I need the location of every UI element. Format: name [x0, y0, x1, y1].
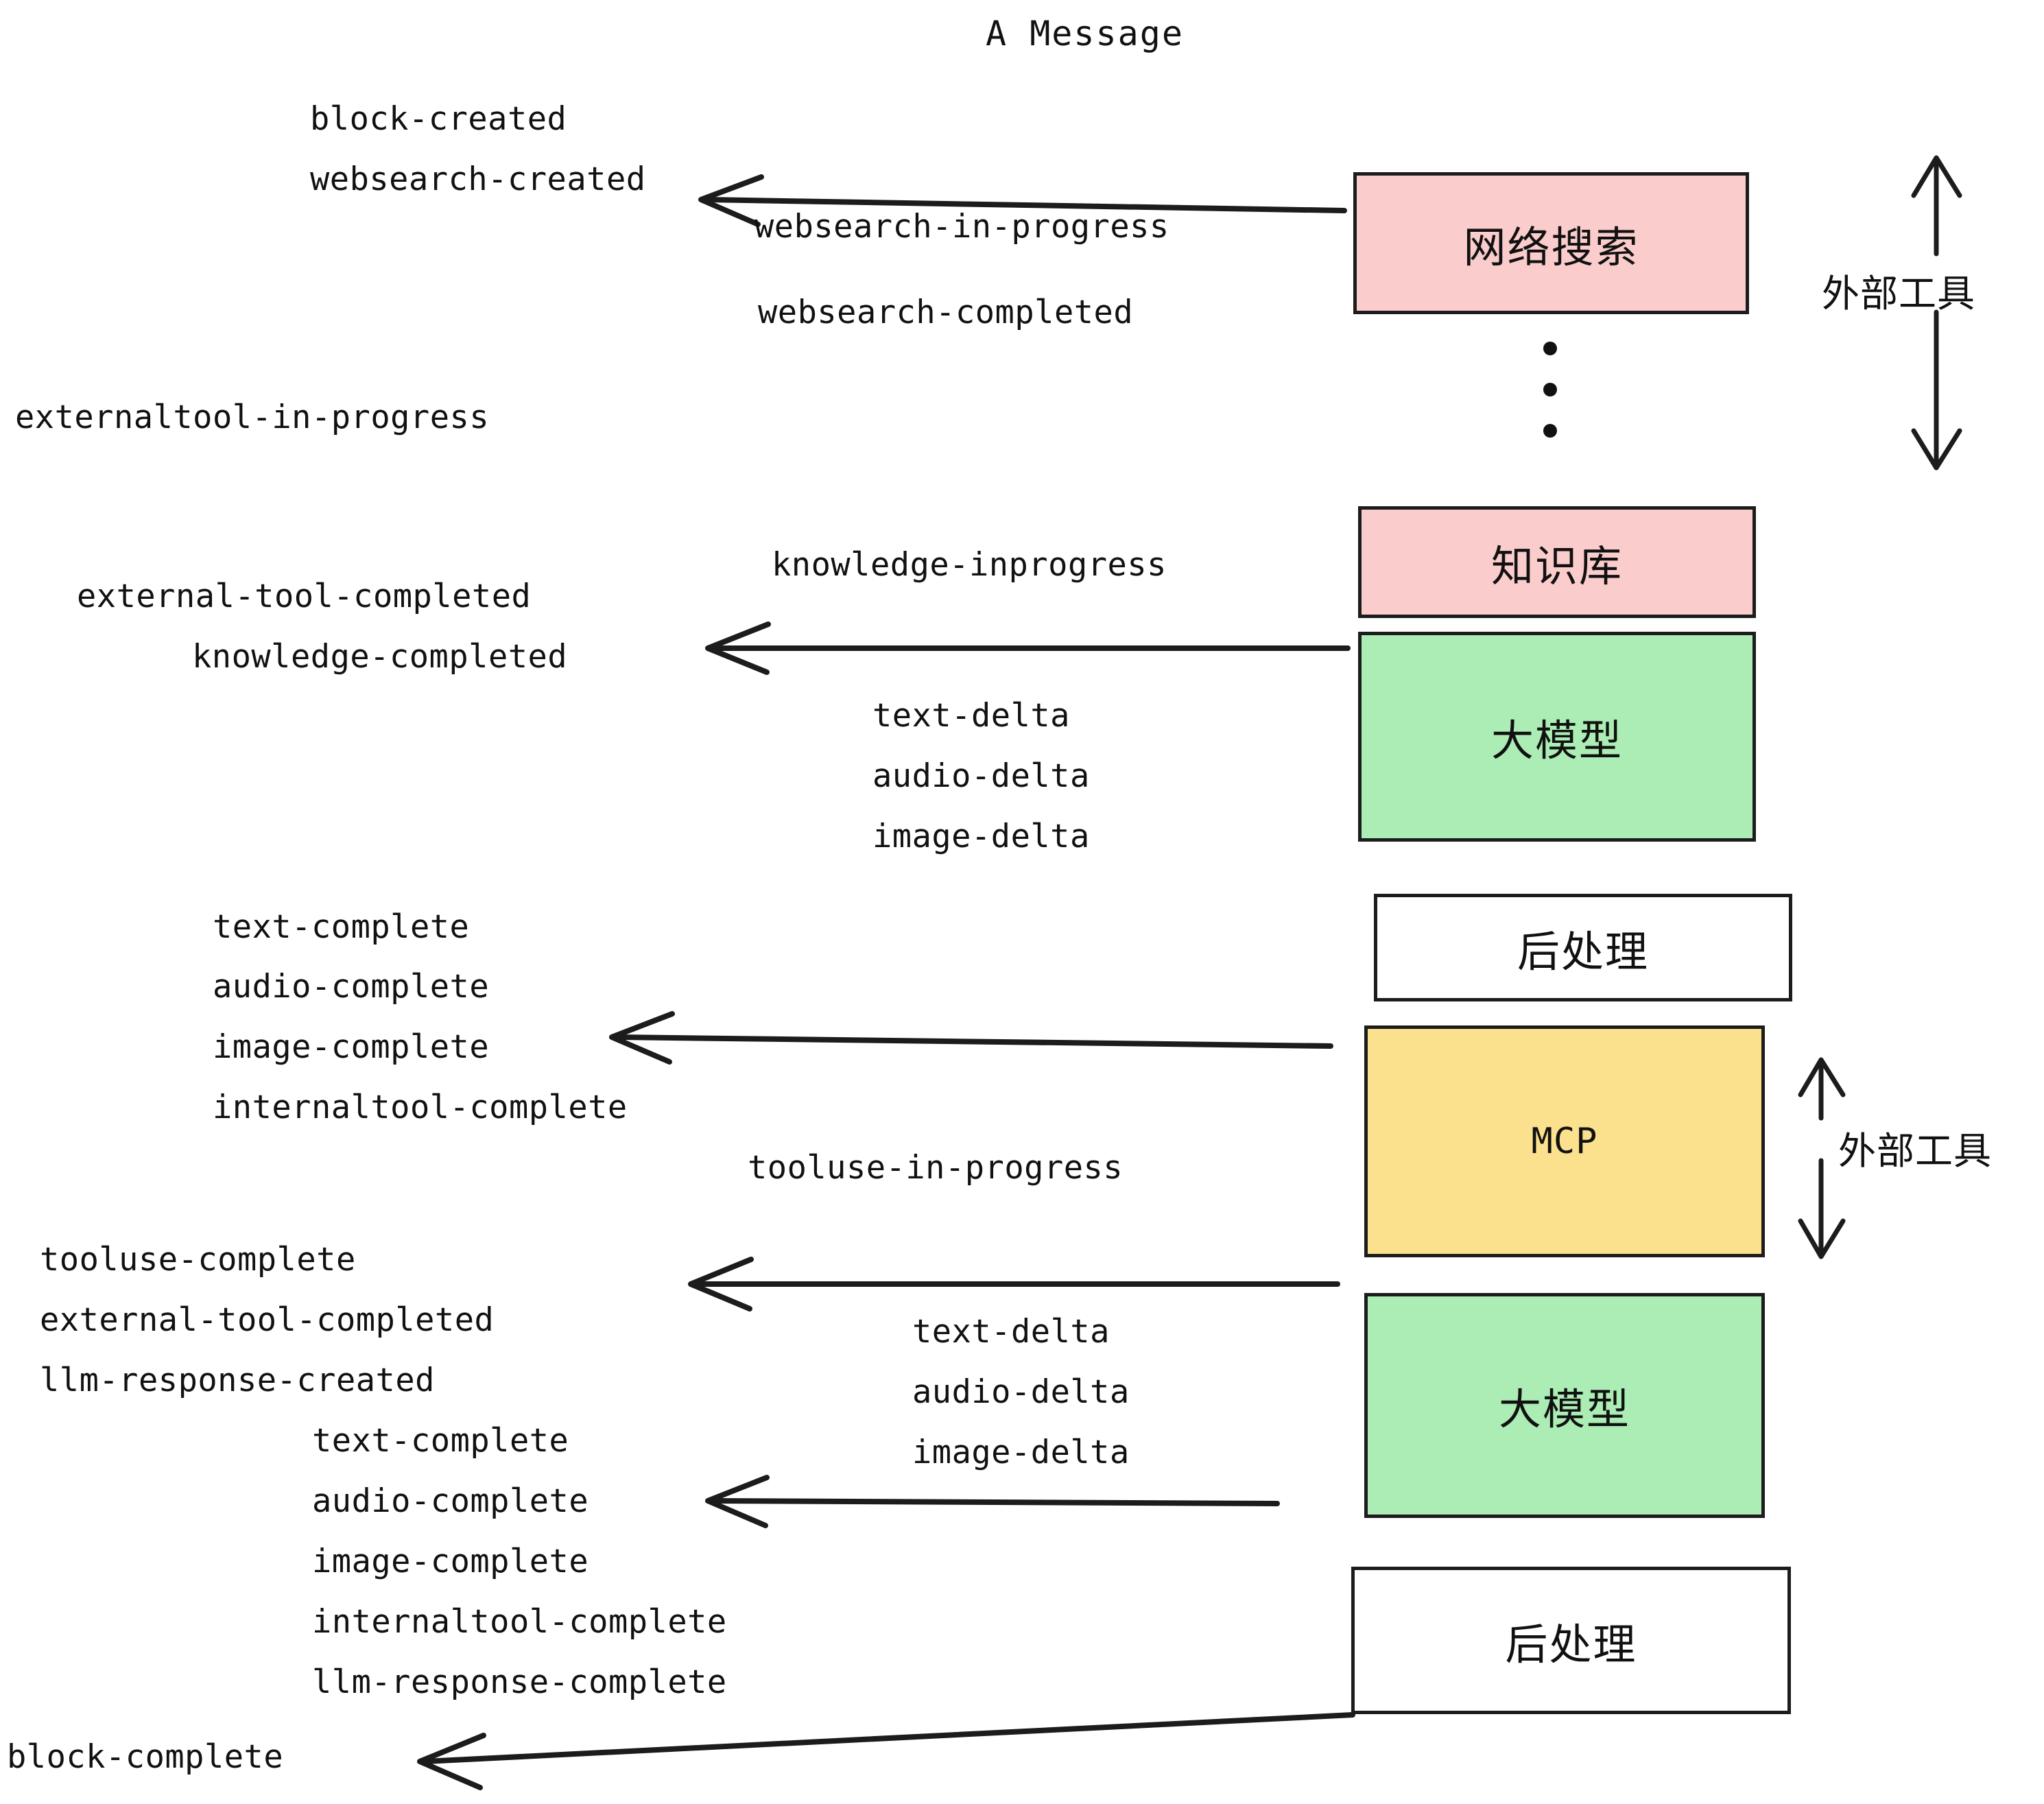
event-internaltool-complete-second: internaltool-complete — [312, 1603, 727, 1641]
vertical-ellipsis-icon — [1540, 342, 1560, 438]
event-externaltool-in-progress: externaltool-in-progress — [15, 399, 490, 436]
event-image-complete-second: image-complete — [312, 1543, 589, 1580]
node-postprocessing-first[interactable]: 后处理 — [1374, 894, 1792, 1001]
event-text-delta-first: text-delta — [872, 697, 1070, 735]
page-title: A Message — [986, 14, 1184, 54]
arrow-knowledge-completed — [705, 621, 1351, 675]
event-audio-delta-second: audio-delta — [912, 1373, 1130, 1411]
event-external-tool-completed-first: external-tool-completed — [77, 578, 532, 615]
event-audio-delta-first: audio-delta — [872, 757, 1090, 795]
event-image-delta-first: image-delta — [872, 818, 1090, 855]
arrow-tooluse-complete — [688, 1257, 1340, 1312]
external-tools-label-top: 外部工具 — [1822, 272, 1976, 316]
arrow-audio-complete — [705, 1475, 1280, 1528]
event-internaltool-complete-first: internaltool-complete — [213, 1089, 628, 1126]
event-websearch-completed: websearch-completed — [758, 294, 1134, 331]
event-image-delta-second: image-delta — [912, 1434, 1130, 1471]
node-postprocessing-first-label: 后处理 — [1517, 926, 1649, 977]
event-knowledge-completed: knowledge-completed — [192, 638, 568, 676]
event-text-complete-first: text-complete — [213, 908, 470, 946]
event-external-tool-completed-second: external-tool-completed — [40, 1301, 495, 1339]
event-llm-response-complete: llm-response-complete — [312, 1663, 727, 1701]
external-tools-arrow-bottom — [1798, 1057, 1846, 1259]
event-text-delta-second: text-delta — [912, 1313, 1110, 1351]
event-text-complete-second: text-complete — [312, 1422, 569, 1460]
event-block-created: block-created — [310, 100, 567, 138]
event-image-complete-first: image-complete — [213, 1028, 490, 1066]
event-websearch-created: websearch-created — [310, 161, 646, 198]
arrow-block-complete — [417, 1712, 1355, 1790]
event-websearch-in-progress: websearch-in-progress — [754, 208, 1169, 246]
node-knowledge-base[interactable]: 知识库 — [1358, 506, 1756, 618]
event-block-complete: block-complete — [7, 1738, 284, 1776]
node-mcp-label: MCP — [1531, 1121, 1598, 1162]
event-llm-response-created: llm-response-created — [40, 1362, 435, 1399]
event-tooluse-in-progress: tooluse-in-progress — [748, 1149, 1124, 1187]
node-postprocessing-second-label: 后处理 — [1505, 1619, 1637, 1670]
node-websearch[interactable]: 网络搜索 — [1353, 172, 1749, 314]
event-knowledge-inprogress: knowledge-inprogress — [772, 546, 1167, 584]
node-websearch-label: 网络搜索 — [1463, 222, 1639, 272]
event-audio-complete-second: audio-complete — [312, 1482, 589, 1520]
arrow-image-complete — [609, 1011, 1333, 1065]
node-llm-first-label: 大模型 — [1490, 715, 1623, 765]
external-tools-label-bottom: 外部工具 — [1838, 1129, 1993, 1173]
node-llm-second-label: 大模型 — [1498, 1384, 1630, 1434]
node-knowledge-base-label: 知识库 — [1490, 541, 1623, 591]
event-audio-complete-first: audio-complete — [213, 968, 490, 1006]
node-postprocessing-second[interactable]: 后处理 — [1351, 1567, 1791, 1714]
event-tooluse-complete: tooluse-complete — [40, 1241, 356, 1279]
node-llm-second[interactable]: 大模型 — [1364, 1293, 1765, 1518]
node-mcp[interactable]: MCP — [1364, 1025, 1765, 1257]
node-llm-first[interactable]: 大模型 — [1358, 632, 1756, 842]
